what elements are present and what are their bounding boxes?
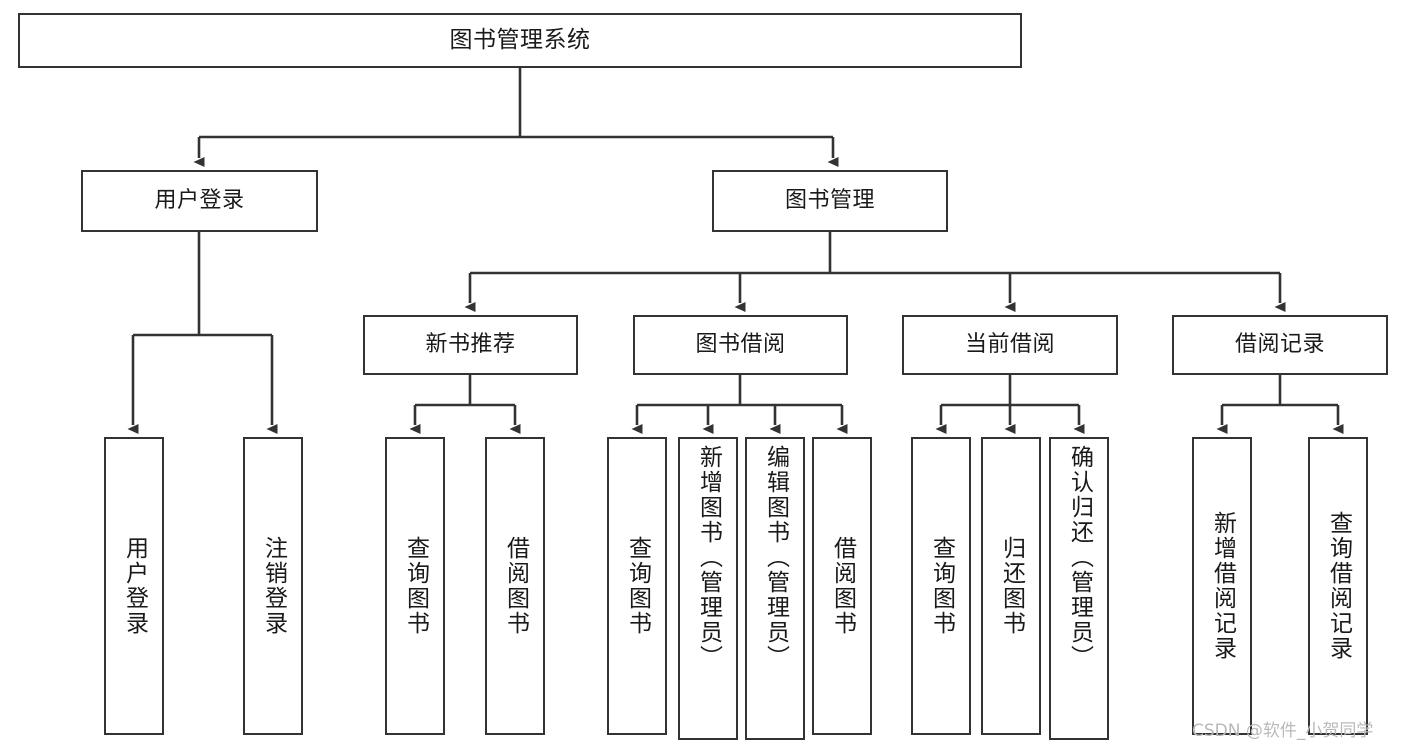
node-leaf-query-book-current[interactable]: 查询图书 [911, 437, 971, 735]
node-label: 确认归还（管理员） [1066, 445, 1093, 670]
node-label: 注销登录 [260, 536, 287, 636]
node-label: 用户登录 [121, 536, 148, 636]
node-label: 查询借阅记录 [1325, 511, 1352, 661]
node-book-borrow[interactable]: 图书借阅 [633, 315, 848, 375]
node-leaf-confirm-return-admin[interactable]: 确认归还（管理员） [1049, 437, 1109, 740]
node-leaf-user-login[interactable]: 用户登录 [104, 437, 164, 735]
node-label: 新书推荐 [425, 332, 516, 358]
node-leaf-edit-book-admin[interactable]: 编辑图书（管理员） [745, 437, 805, 740]
node-label: 用户登录 [154, 188, 245, 214]
node-leaf-query-borrow-record[interactable]: 查询借阅记录 [1308, 437, 1368, 735]
node-leaf-return-book[interactable]: 归还图书 [981, 437, 1041, 735]
node-label: 图书借阅 [695, 332, 786, 358]
node-book-management[interactable]: 图书管理 [712, 170, 948, 232]
node-borrow-record[interactable]: 借阅记录 [1172, 315, 1388, 375]
node-label: 新增借阅记录 [1209, 511, 1236, 661]
node-root-book-management-system[interactable]: 图书管理系统 [18, 13, 1022, 68]
node-label: 查询图书 [624, 536, 651, 636]
watermark: CSDN @软件_小贺同学 [1192, 721, 1374, 741]
node-leaf-query-book-borrow[interactable]: 查询图书 [607, 437, 667, 735]
node-leaf-borrow-book[interactable]: 借阅图书 [812, 437, 872, 735]
node-leaf-query-book-recommend[interactable]: 查询图书 [385, 437, 445, 735]
node-user-login[interactable]: 用户登录 [81, 170, 318, 232]
node-leaf-logout[interactable]: 注销登录 [243, 437, 303, 735]
node-label: 归还图书 [998, 536, 1025, 636]
node-leaf-add-borrow-record[interactable]: 新增借阅记录 [1192, 437, 1252, 735]
node-new-book-recommend[interactable]: 新书推荐 [363, 315, 578, 375]
node-label: 图书管理系统 [449, 26, 591, 53]
node-label: 编辑图书（管理员） [762, 445, 789, 670]
node-label: 查询图书 [928, 536, 955, 636]
node-label: 新增图书（管理员） [695, 445, 722, 670]
node-leaf-borrow-book-recommend[interactable]: 借阅图书 [485, 437, 545, 735]
node-label: 借阅记录 [1234, 332, 1325, 358]
node-label: 查询图书 [402, 536, 429, 636]
node-current-borrow[interactable]: 当前借阅 [902, 315, 1118, 375]
node-leaf-add-book-admin[interactable]: 新增图书（管理员） [678, 437, 738, 740]
node-label: 图书管理 [784, 188, 875, 214]
node-label: 借阅图书 [502, 536, 529, 636]
node-label: 借阅图书 [829, 536, 856, 636]
node-label: 当前借阅 [964, 332, 1055, 358]
